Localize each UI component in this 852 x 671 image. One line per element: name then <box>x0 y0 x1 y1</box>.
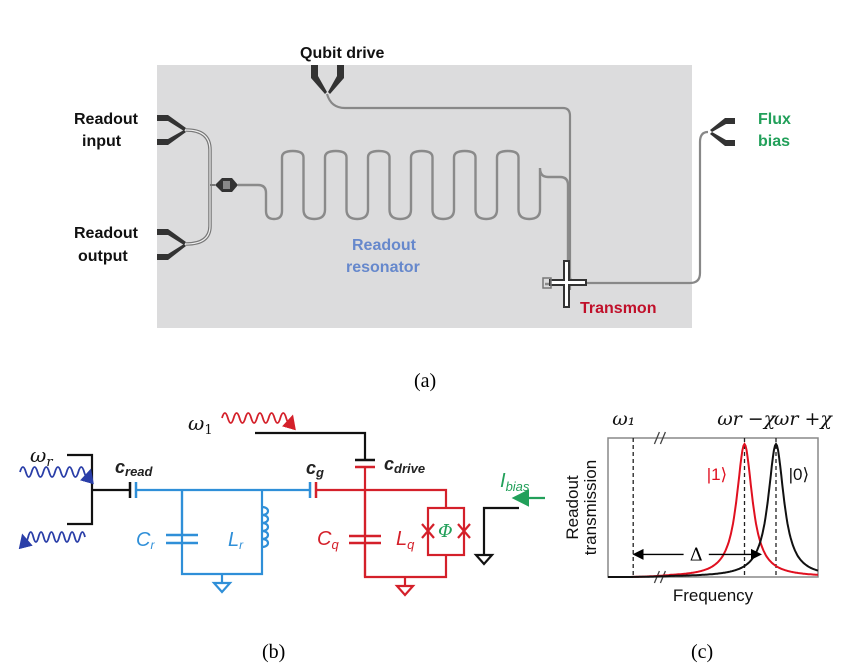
x-axis-label: Frequency <box>673 586 754 605</box>
josephson-junction-right <box>457 523 471 539</box>
caption-a: (a) <box>414 370 436 392</box>
readout-input-pad <box>157 115 186 145</box>
omega-1-label: ω1 <box>188 411 213 438</box>
readout-output-label-2: output <box>78 248 128 265</box>
c-g-label: cg <box>306 458 324 480</box>
caption-c: (c) <box>691 641 713 663</box>
readout-output-label-1: Readout <box>74 225 139 242</box>
c-r-label: Cr <box>136 529 155 552</box>
series-line-state-0 <box>608 442 819 578</box>
c-read-label: cread <box>115 457 154 479</box>
l-r-label: Lr <box>228 529 244 552</box>
delta-label: Δ <box>690 544 703 565</box>
l-q-label: Lq <box>396 528 415 552</box>
top-label-omega-plus: ωr +χ <box>774 408 834 430</box>
resonator-ground <box>211 574 233 594</box>
readout-resonator-meander <box>238 149 577 286</box>
readout-output-pad <box>157 229 186 260</box>
qubit-drive-label: Qubit drive <box>300 45 385 62</box>
readout-resonator-label-2: resonator <box>346 259 420 276</box>
y-axis-label-1: Readout <box>563 475 582 540</box>
output-wave <box>18 531 86 550</box>
c-drive-label: cdrive <box>384 454 425 476</box>
panel-b-circuit <box>18 412 545 597</box>
input-wave <box>19 466 94 485</box>
state-1-label: |1⟩ <box>707 465 728 484</box>
top-label-omega-minus: ωr −χ <box>717 408 777 430</box>
lr-inductor <box>261 505 270 549</box>
i-bias-label: Ibias <box>500 470 530 494</box>
drive-wire <box>255 431 367 460</box>
qubit-drive-pad <box>311 65 344 94</box>
qubit-ground <box>394 577 416 597</box>
transmon-cross <box>542 260 587 308</box>
flux-bias-label-1: Flux <box>758 111 791 128</box>
y-axis-label-2: transmission <box>581 460 600 555</box>
qubit-wire <box>316 467 448 579</box>
qubit-drive-line <box>325 93 572 290</box>
josephson-junction-left <box>421 523 435 539</box>
flux-bias-label-2: bias <box>758 133 790 150</box>
resonator-wire <box>136 488 310 576</box>
axis-break-top <box>653 431 666 445</box>
io-port-wire <box>67 453 130 526</box>
flux-bias-line <box>587 130 709 285</box>
state-0-label: |0⟩ <box>789 465 810 484</box>
chip-substrate <box>157 65 692 328</box>
top-label-omega-1: ω₁ <box>612 408 635 430</box>
flux-phi-label: Φ <box>438 521 453 542</box>
plot-frame <box>607 437 819 578</box>
transmon-label: Transmon <box>580 300 656 317</box>
drive-wave <box>221 412 296 431</box>
c-q-label: Cq <box>317 528 339 552</box>
readout-input-label-2: input <box>82 133 122 150</box>
caption-b: (b) <box>262 641 285 663</box>
panel-a-chip: Qubit drive Readout input Readout output… <box>74 45 791 328</box>
omega-r-label: ωr <box>30 443 53 470</box>
bias-wire <box>473 506 519 566</box>
readout-resonator-label-1: Readout <box>352 237 417 254</box>
readout-input-label-1: Readout <box>74 111 139 128</box>
flux-bias-pad <box>710 118 735 146</box>
